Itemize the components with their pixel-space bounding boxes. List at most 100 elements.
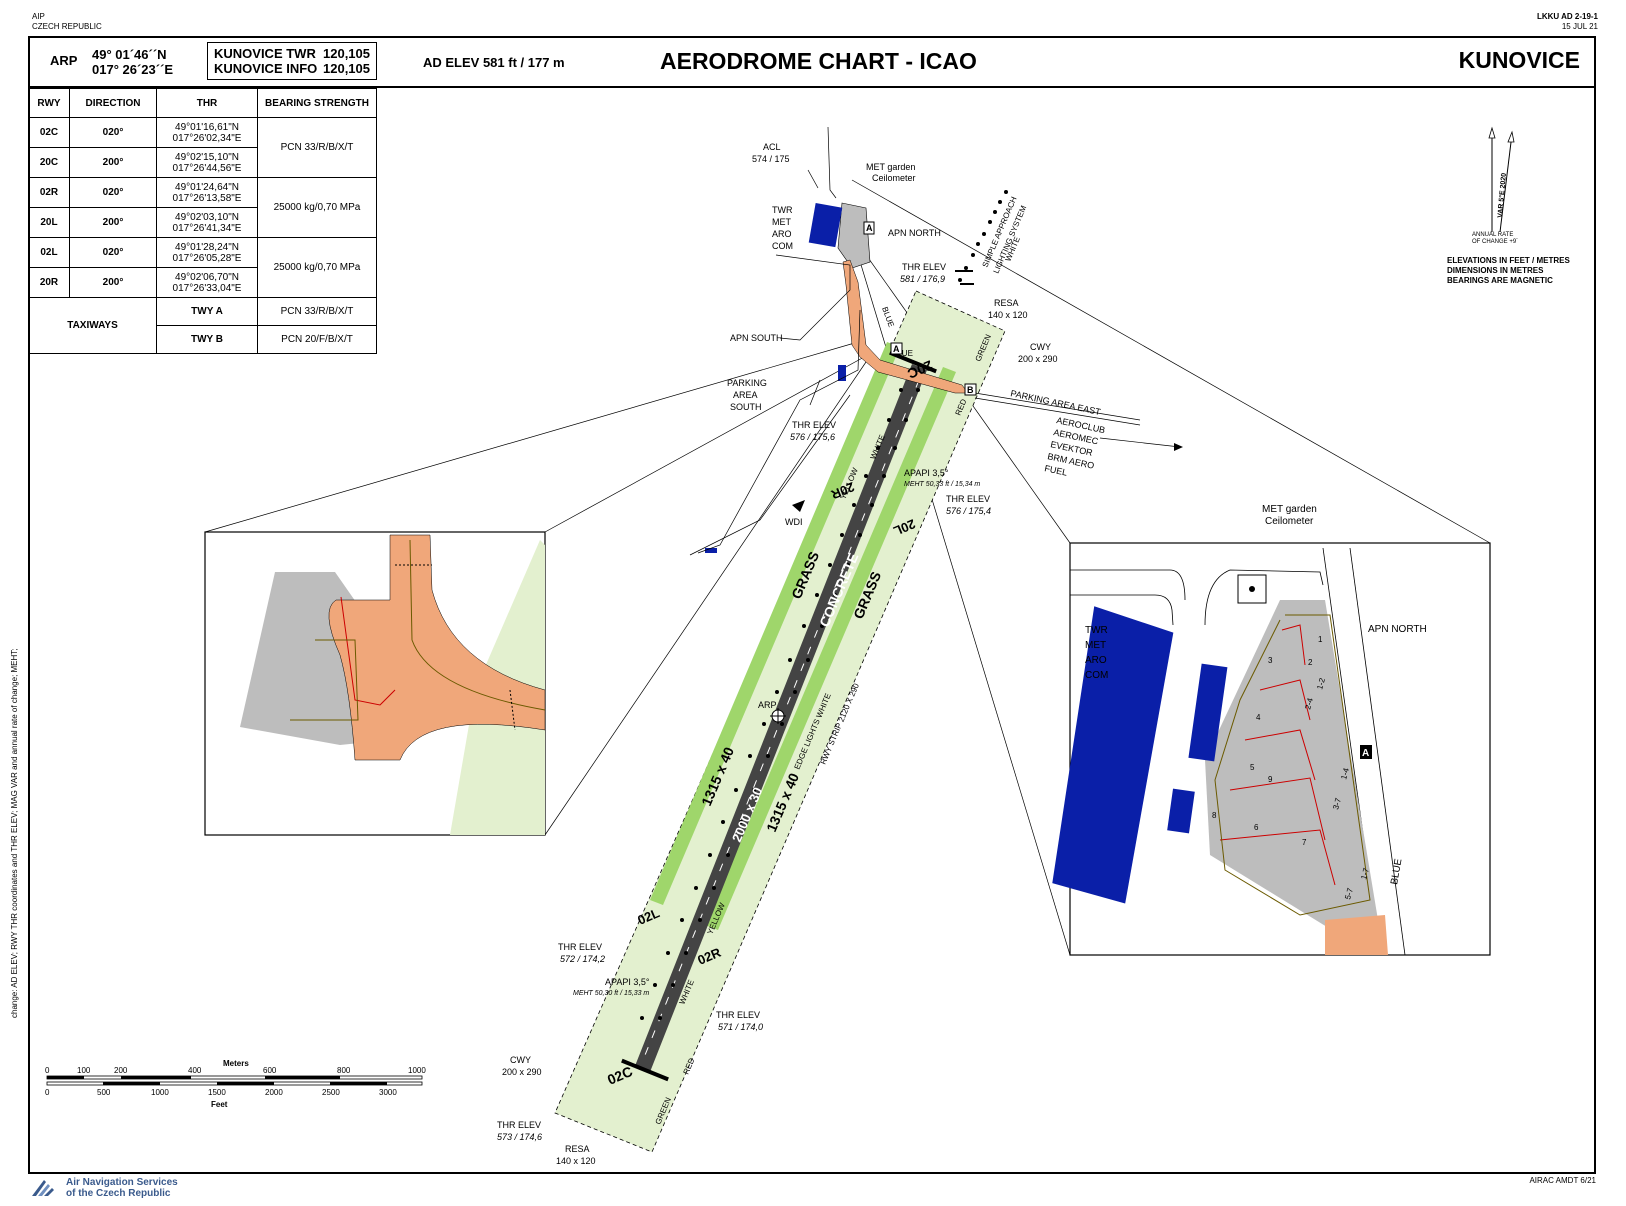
scale-tick: 600: [263, 1066, 277, 1075]
stand-label: 7: [1302, 838, 1307, 847]
aro-label: ARO: [1085, 655, 1107, 666]
resa-value: 140 x 120: [988, 310, 1028, 320]
runway-table: RWY DIRECTION THR BEARING STRENGTH 02C 0…: [28, 88, 377, 354]
stand-label: 2-4: [1303, 696, 1315, 710]
doc-date: 15 JUL 21: [1561, 22, 1598, 31]
rwy-cell: 02R: [28, 177, 70, 208]
aro-label: ARO: [772, 229, 792, 239]
meht-north: MEHT 50,33 ft / 15,34 m: [904, 481, 980, 488]
title-bar: [28, 36, 1596, 88]
aerodrome-name: KUNOVICE: [1458, 47, 1580, 73]
building: [838, 365, 846, 381]
arp-label: ARP: [50, 53, 78, 68]
thr-lon: 017°26'13,58"E: [172, 192, 242, 204]
thr-elev-20c: 581 / 176,9: [900, 274, 945, 284]
thr-lat: 49°01'28,24"N: [175, 241, 239, 253]
arp-symbol-icon: [770, 708, 786, 724]
col-thr: THR: [156, 88, 258, 118]
apapi-north: APAPI 3,5°: [904, 468, 949, 478]
twr-label: TWR: [772, 205, 793, 215]
approach-lights: [955, 190, 1008, 285]
thr-elev-02c: 573 / 174,6: [497, 1132, 542, 1142]
thr-elev-02l: 572 / 174,2: [560, 954, 605, 964]
note-line: DIMENSIONS IN METRES: [1447, 266, 1544, 275]
cwy-label: CWY: [510, 1055, 531, 1065]
grass-runway-02l-20r: [650, 342, 900, 905]
thr-lat: 49°01'16,61"N: [175, 121, 239, 133]
left-inset: [204, 531, 546, 836]
thr-elev-label: THR ELEV: [946, 494, 990, 504]
stand-label: 8: [1212, 811, 1217, 820]
mag-var: VAR 5°E 2020: [1496, 172, 1508, 218]
met-garden-label: MET garden: [1262, 504, 1317, 515]
thr-lon: 017°26'44,56"E: [172, 162, 242, 174]
rwy-cell: 20R: [28, 267, 70, 298]
scale-tick: 1000: [151, 1088, 169, 1097]
twy-a-marker: A: [866, 223, 873, 233]
thr-lon: 017°26'05,28"E: [172, 252, 242, 264]
thr-lat: 49°02'15,10"N: [175, 151, 239, 163]
meht-south: MEHT 50,30 ft / 15,33 m: [573, 990, 649, 997]
scale-tick: 2000: [265, 1088, 283, 1097]
thr-elev-label: THR ELEV: [902, 262, 946, 272]
stand-label: 3-7: [1331, 796, 1343, 810]
freq-name: KUNOVICE INFO: [214, 61, 318, 76]
wdi-icon: [792, 500, 805, 512]
thr-lat: 49°02'06,70"N: [175, 271, 239, 283]
parking-south: SOUTH: [730, 402, 762, 412]
ad-elevation: AD ELEV 581 ft / 177 m: [423, 55, 565, 70]
thr-elev-20l: 576 / 175,4: [946, 506, 991, 516]
ceilometer-label: Ceilometer: [872, 173, 916, 183]
grass-runway-02r-20l: [705, 367, 956, 930]
thr-lon: 017°26'33,04"E: [172, 282, 242, 294]
cwy-value: 200 x 290: [502, 1067, 542, 1077]
twy-a-marker: A: [893, 344, 900, 354]
thr-elev-02r: 571 / 174,0: [718, 1022, 763, 1032]
logo-line: of the Czech Republic: [66, 1188, 171, 1199]
apn-north-label: APN NORTH: [888, 228, 941, 238]
cwy-label: CWY: [1030, 342, 1051, 352]
com-label: COM: [772, 241, 793, 251]
scale-tick: 0: [45, 1088, 50, 1097]
freq-value: 120,105: [323, 46, 370, 61]
arp-coordinates: 49° 01´46´´N 017° 26´23´´E: [92, 47, 173, 77]
scale-tick: 100: [77, 1066, 91, 1075]
stand-labels: 1 2 3 4 5 6 7 8 9 1-2 2-4 1-4 3-7 5-7 1-…: [1212, 635, 1371, 901]
twr-building: [808, 203, 843, 248]
thr-elev-label: THR ELEV: [792, 420, 836, 430]
note-line: ELEVATIONS IN FEET / METRES: [1447, 256, 1570, 265]
col-bearing: BEARING STRENGTH: [257, 88, 377, 118]
chart-title: AERODROME CHART - ICAO: [660, 48, 977, 74]
resa-label: RESA: [994, 298, 1019, 308]
blue-label: BLUE: [1389, 858, 1404, 886]
stand-label: 1-7: [1359, 866, 1371, 880]
arp-lat: 49° 01´46´´N: [92, 47, 167, 62]
scale-tick: 800: [337, 1066, 351, 1075]
threshold-02c: [621, 1058, 669, 1082]
resa-value: 140 x 120: [556, 1156, 596, 1166]
twy-b-marker: B: [967, 385, 974, 395]
direction-line: [1099, 437, 1181, 448]
scale-tick: 500: [97, 1088, 111, 1097]
thr-lon: 017°26'41,34"E: [172, 222, 242, 234]
stand-label: 1: [1318, 635, 1323, 644]
dir-cell: 020°: [69, 177, 157, 208]
twy-pcn: PCN 20/F/B/X/T: [257, 325, 377, 354]
met-garden-label: MET garden: [866, 162, 915, 172]
annual-rate: OF CHANGE +9´: [1472, 239, 1518, 245]
scale-tick: 0: [45, 1066, 50, 1075]
dir-cell: 200°: [69, 267, 157, 298]
meters-label: Meters: [223, 1059, 249, 1068]
threshold-20c: [889, 350, 937, 374]
logo-text: Air Navigation Services of the Czech Rep…: [66, 1177, 178, 1199]
taxiway-markers: A B A: [863, 221, 977, 396]
stand-label: 4: [1256, 713, 1261, 722]
apron-area: [705, 202, 969, 553]
freq-name: KUNOVICE TWR: [214, 46, 316, 61]
wdi-label: WDI: [785, 517, 803, 527]
scale-tick: 1000: [408, 1066, 426, 1075]
